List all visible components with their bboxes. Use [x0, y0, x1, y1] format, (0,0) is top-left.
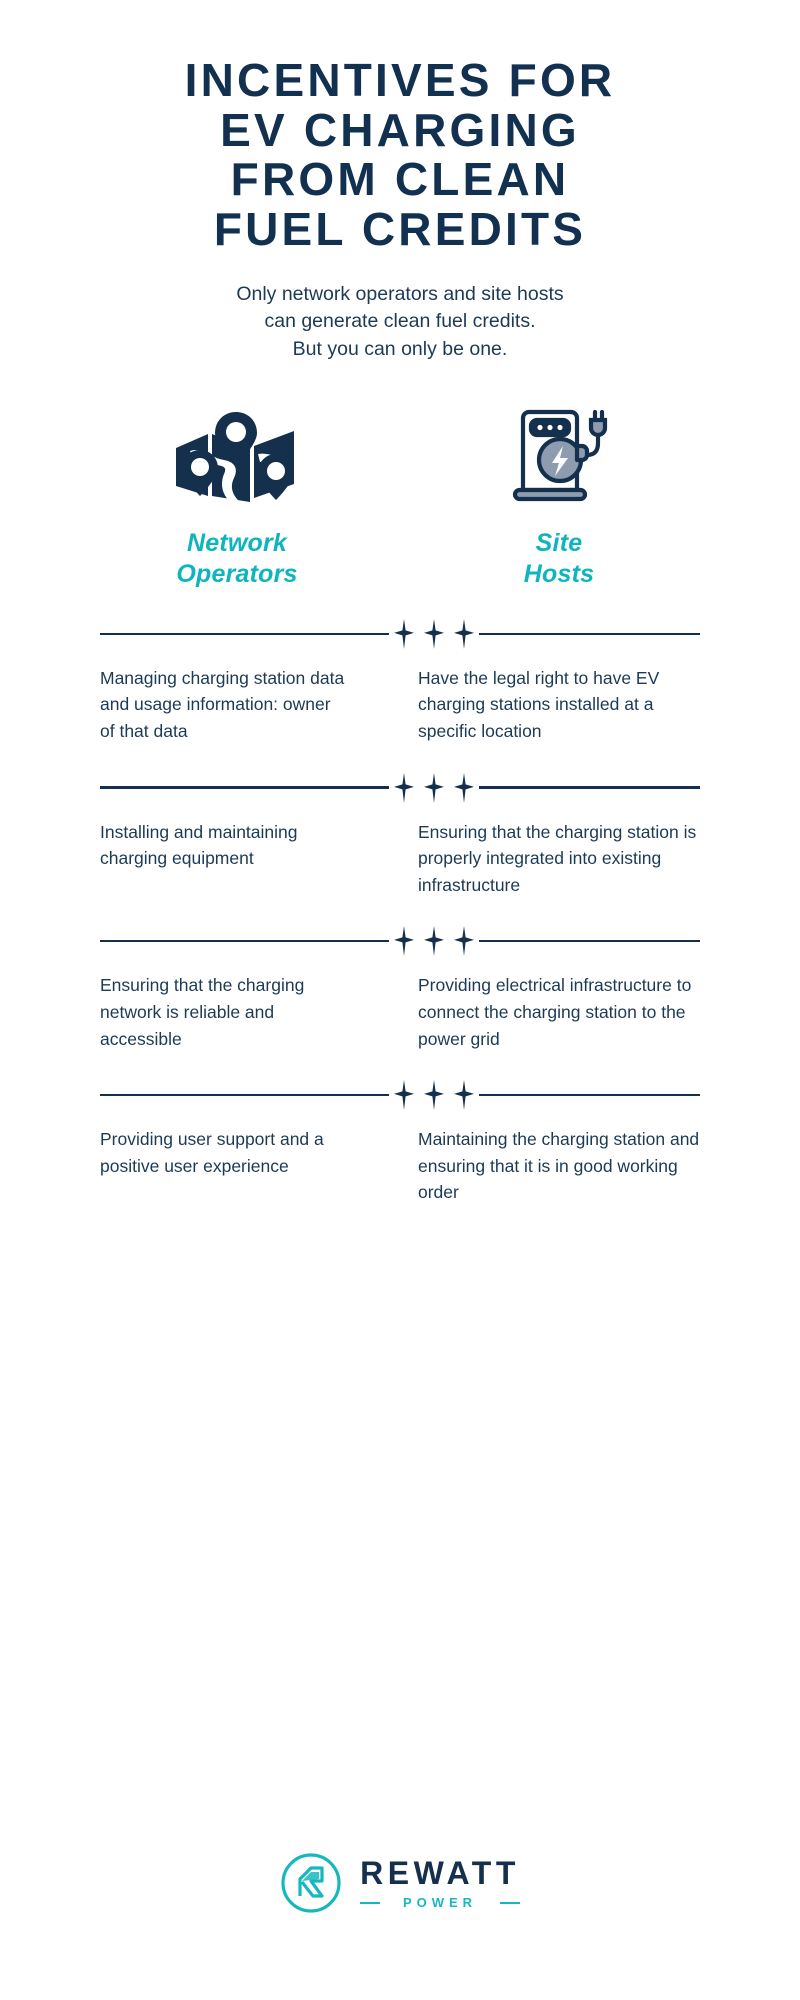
page-subtitle: Only network operators and site hosts ca… [100, 281, 700, 364]
row-1-network-operators-text: Managing charging station data and usage… [100, 667, 345, 741]
page-title: Incentives for EV Charging from Clean Fu… [100, 54, 700, 256]
sparkle-star-icon [394, 926, 414, 957]
row-2-network-operators-text: Installing and maintaining charging equi… [100, 821, 298, 869]
sparkle-star-icon [454, 1080, 474, 1111]
title-line-1: Incentives for [184, 54, 616, 106]
site-hosts-heading-line-2: Hosts [523, 560, 595, 589]
section-divider-3 [100, 924, 700, 958]
column-heading-row: Network Operators Site Hosts [100, 528, 700, 591]
logo-tagline: POWER [402, 1895, 478, 1910]
divider-rule-right [479, 632, 700, 635]
divider-rule-right [479, 1094, 700, 1097]
section-divider-4 [100, 1078, 700, 1112]
divider-stars [389, 1080, 479, 1111]
subtitle-line-3: But you can only be one. [292, 338, 508, 361]
row-1-site-hosts-text: Have the legal right to have EV charging… [418, 667, 660, 741]
content-row: Managing charging station data and usage… [100, 665, 700, 745]
map-pins-icon [176, 411, 294, 502]
sparkle-star-icon [394, 1080, 414, 1111]
sparkle-star-icon [454, 926, 474, 957]
sparkle-star-icon [454, 772, 474, 803]
logo-tagline-row: POWER [360, 1896, 520, 1909]
network-operators-heading-line-1: Network [186, 528, 288, 557]
row-3-site-hosts-text: Providing electrical infrastructure to c… [418, 975, 692, 1049]
divider-stars [389, 618, 479, 649]
section-divider-2 [100, 771, 700, 805]
site-hosts-heading-line-1: Site [535, 528, 583, 557]
divider-rule-right [479, 940, 700, 943]
logo-wordmark: REWATT POWER [360, 1857, 520, 1909]
title-line-2: EV Charging [220, 103, 580, 156]
title-line-3: from Clean [230, 153, 570, 206]
content-row: Installing and maintaining charging equi… [100, 819, 700, 899]
content-row: Ensuring that the charging network is re… [100, 972, 700, 1052]
rewatt-power-logo[interactable]: REWATT POWER [280, 1852, 520, 1914]
row-4-network-operators-text: Providing user support and a positive us… [100, 1129, 324, 1176]
row-4-site-hosts-text: Maintaining the charging station and ens… [418, 1129, 700, 1203]
divider-stars [389, 926, 479, 957]
sparkle-star-icon [394, 618, 414, 649]
network-operators-heading-line-2: Operators [176, 560, 298, 589]
logo-name: REWATT [360, 1855, 520, 1891]
footer: REWATT POWER [100, 1852, 700, 1914]
network-operators-icon-cell [100, 406, 400, 502]
column-icon-row [100, 406, 700, 502]
logo-dash-right [499, 1901, 520, 1904]
section-divider-1 [100, 617, 700, 651]
sparkle-star-icon [424, 618, 444, 649]
title-line-4: Fuel Credits [213, 203, 587, 256]
sparkle-star-icon [424, 772, 444, 803]
divider-rule-right [479, 786, 700, 789]
logo-dash-left [360, 1901, 381, 1904]
site-hosts-icon-cell [400, 406, 700, 502]
divider-stars [389, 772, 479, 803]
divider-rule-left [100, 786, 389, 789]
divider-rule-left [100, 940, 389, 943]
sparkle-star-icon [394, 772, 414, 803]
subtitle-line-1: Only network operators and site hosts [236, 282, 564, 305]
subtitle-line-2: can generate clean fuel credits. [264, 310, 536, 333]
column-heading-network-operators: Network Operators [100, 528, 400, 591]
rewatt-r-mark-icon [281, 1853, 341, 1913]
ev-charging-station-icon [512, 409, 608, 501]
divider-rule-left [100, 1094, 389, 1097]
row-3-network-operators-text: Ensuring that the charging network is re… [100, 975, 305, 1049]
divider-rule-left [100, 632, 389, 635]
sparkle-star-icon [424, 1080, 444, 1111]
row-2-site-hosts-text: Ensuring that the charging station is pr… [418, 821, 697, 895]
sparkle-star-icon [454, 618, 474, 649]
content-row: Providing user support and a positive us… [100, 1126, 700, 1206]
sparkle-star-icon [424, 926, 444, 957]
column-heading-site-hosts: Site Hosts [400, 528, 700, 591]
